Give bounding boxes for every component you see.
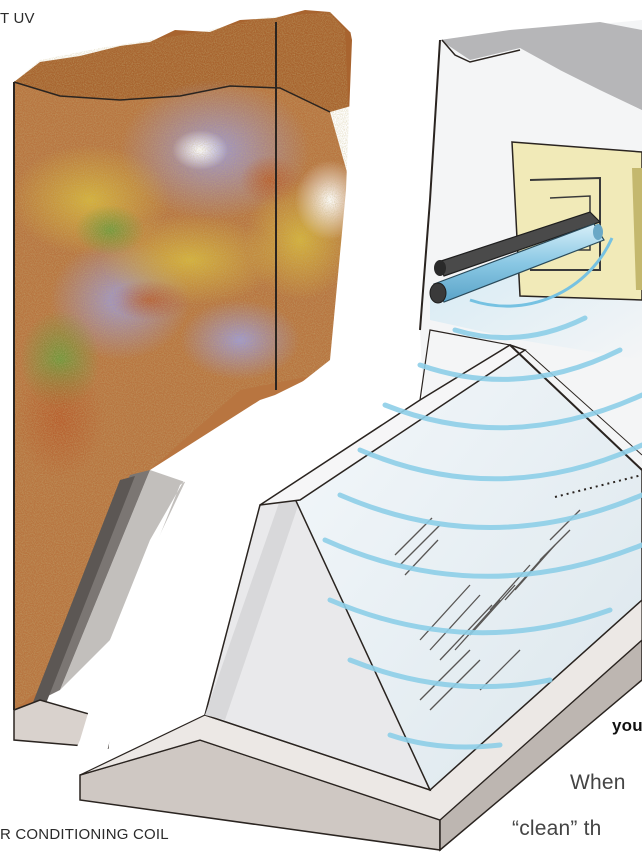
label-uv-fragment: T UV: [0, 10, 35, 27]
label-air-conditioning-coil-fragment: R CONDITIONING COIL: [0, 826, 169, 843]
body-text-fragment-you: you: [612, 716, 642, 736]
body-text-fragment-when: When: [570, 771, 626, 795]
body-text-fragment-clean: “clean” th: [512, 817, 602, 841]
